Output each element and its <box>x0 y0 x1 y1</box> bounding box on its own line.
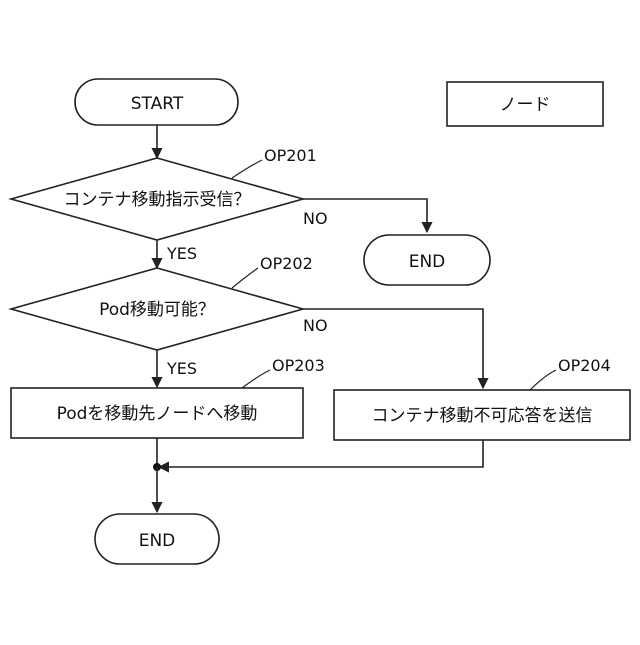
op202-no-label: NO <box>303 316 328 335</box>
op201-no-label: NO <box>303 209 328 228</box>
end-bottom-label: END <box>139 531 176 551</box>
arrow-op204-to-junction <box>159 440 483 467</box>
op202-label: Pod移動可能？ <box>99 300 215 320</box>
op204-process: コンテナ移動不可応答を送信 <box>334 390 630 440</box>
op203-ref-leader <box>242 370 270 388</box>
op204-ref-leader <box>530 370 556 390</box>
op203-label: Podを移動先ノードへ移動 <box>57 404 258 424</box>
op203-process: Podを移動先ノードへ移動 <box>11 388 303 438</box>
end-top-label: END <box>409 252 446 272</box>
end-terminator-bottom: END <box>95 514 219 564</box>
legend-label: ノード <box>500 95 551 115</box>
arrow-op202-no <box>303 309 483 388</box>
end-terminator-top: END <box>364 235 490 285</box>
op201-yes-label: YES <box>166 244 197 263</box>
op201-label: コンテナ移動指示受信？ <box>64 190 251 210</box>
op201-ref: OP201 <box>264 146 317 165</box>
op202-ref-leader <box>232 268 258 288</box>
op202-decision: Pod移動可能？ <box>11 268 303 350</box>
op203-ref: OP203 <box>272 356 325 375</box>
op204-ref: OP204 <box>558 356 611 375</box>
op202-yes-label: YES <box>166 359 197 378</box>
op202-ref: OP202 <box>260 254 313 273</box>
start-label: START <box>131 94 184 114</box>
start-terminator: START <box>75 79 238 125</box>
op204-label: コンテナ移動不可応答を送信 <box>372 406 593 426</box>
op201-decision: コンテナ移動指示受信？ <box>11 158 303 240</box>
op201-ref-leader <box>232 160 262 178</box>
legend-node-box: ノード <box>447 82 603 126</box>
